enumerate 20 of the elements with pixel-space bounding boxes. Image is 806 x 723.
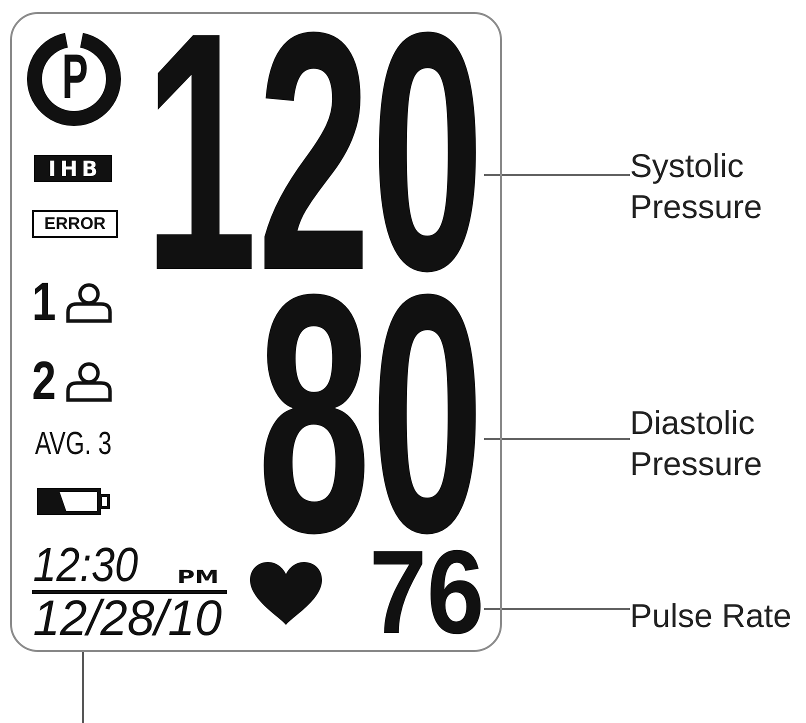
leader-line [484, 438, 630, 440]
mode-letter: P [62, 55, 88, 100]
average-indicator: AVG. 3 [35, 432, 112, 456]
leader-line [484, 174, 630, 176]
error-indicator: ERROR [32, 210, 118, 238]
leader-line [484, 608, 630, 610]
user-number: 1 [32, 283, 56, 322]
pm-indicator: PM [177, 571, 219, 584]
time-text: 12:30 [33, 548, 138, 584]
ihb-indicator: IHB [34, 155, 112, 182]
pulse-reading: 76 [368, 550, 484, 636]
leader-line [82, 650, 84, 723]
lcd-display-panel [10, 12, 502, 652]
callout-label: Pulse Rate [630, 595, 792, 636]
systolic-reading: 120 [144, 30, 484, 275]
user-number: 2 [32, 362, 56, 401]
date-text: 12/28/10 [33, 600, 222, 637]
callout-label: Diastolic Pressure [630, 402, 770, 484]
diastolic-reading: 80 [257, 292, 484, 537]
callout-label: Systolic Pressure [630, 145, 770, 227]
